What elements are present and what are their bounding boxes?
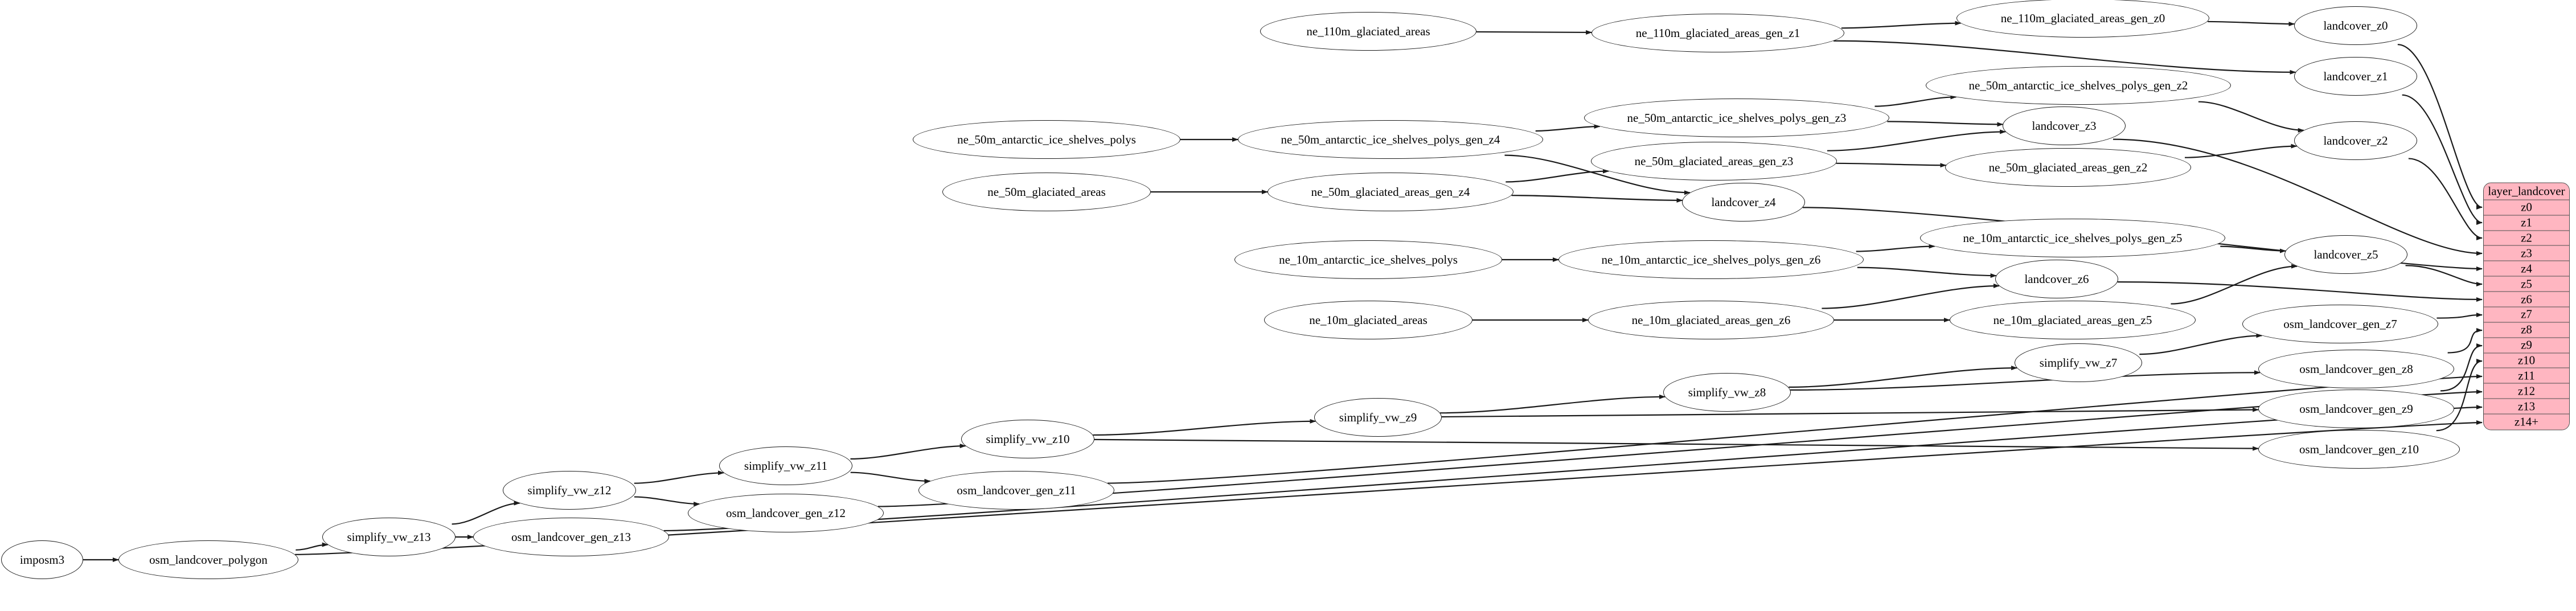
record-row-z0[interactable]: z0 — [2484, 200, 2569, 216]
record-row-z9[interactable]: z9 — [2484, 338, 2569, 354]
graph-node-simplify_vw_z9[interactable]: simplify_vw_z9 — [1314, 398, 1442, 437]
record-row-z5[interactable]: z5 — [2484, 276, 2569, 292]
graph-node-label: osm_landcover_gen_z13 — [511, 530, 631, 544]
graph-node-label: imposm3 — [19, 552, 65, 567]
graph-node-label: ne_10m_antarctic_ice_shelves_polys_gen_z… — [1601, 252, 1821, 266]
graph-node-osm_landcover_gen_z13[interactable]: osm_landcover_gen_z13 — [473, 518, 669, 556]
graph-node-osm_landcover_gen_z11[interactable]: osm_landcover_gen_z11 — [918, 471, 1114, 510]
graph-node-osm_landcover_gen_z12[interactable]: osm_landcover_gen_z12 — [688, 494, 884, 532]
graph-node-imposm3[interactable]: imposm3 — [1, 540, 83, 579]
graph-node-ne_50m_glaciated_areas_gen_z4[interactable]: ne_50m_glaciated_areas_gen_z4 — [1268, 173, 1513, 211]
graph-node-label: ne_50m_glaciated_areas_gen_z2 — [1988, 160, 2148, 174]
graph-node-label: landcover_z2 — [2323, 133, 2388, 147]
record-row-z10[interactable]: z10 — [2484, 353, 2569, 368]
graph-node-ne_50m_antarctic_ice_shelves_polys_gen_z3[interactable]: ne_50m_antarctic_ice_shelves_polys_gen_z… — [1584, 99, 1889, 137]
graph-node-ne_10m_glaciated_areas_gen_z5[interactable]: ne_10m_glaciated_areas_gen_z5 — [1950, 301, 2196, 339]
graph-node-label: ne_50m_glaciated_areas_gen_z3 — [1634, 154, 1794, 168]
graph-node-label: simplify_vw_z11 — [744, 458, 828, 473]
graph-node-landcover_z3[interactable]: landcover_z3 — [2003, 106, 2126, 145]
graph-node-label: osm_landcover_gen_z8 — [2299, 362, 2413, 376]
record-row-z11[interactable]: z11 — [2484, 368, 2569, 384]
graph-node-label: osm_landcover_gen_z10 — [2299, 442, 2419, 456]
record-row-z13[interactable]: z13 — [2484, 399, 2569, 415]
graph-node-landcover_z5[interactable]: landcover_z5 — [2284, 235, 2407, 274]
graph-node-label: landcover_z1 — [2323, 69, 2388, 83]
graph-node-landcover_z6[interactable]: landcover_z6 — [1995, 260, 2118, 298]
graph-node-landcover_z1[interactable]: landcover_z1 — [2294, 57, 2417, 96]
graph-node-label: landcover_z6 — [2024, 272, 2089, 286]
graph-node-simplify_vw_z10[interactable]: simplify_vw_z10 — [961, 420, 1094, 458]
graph-node-label: landcover_z3 — [2032, 118, 2097, 133]
record-header: layer_landcover — [2484, 183, 2569, 200]
graph-node-ne_50m_antarctic_ice_shelves_polys_gen_z2[interactable]: ne_50m_antarctic_ice_shelves_polys_gen_z… — [1926, 66, 2231, 105]
graph-node-ne_10m_glaciated_areas[interactable]: ne_10m_glaciated_areas — [1264, 301, 1472, 339]
graph-node-ne_10m_antarctic_ice_shelves_polys_gen_z6[interactable]: ne_10m_antarctic_ice_shelves_polys_gen_z… — [1558, 240, 1864, 279]
graph-node-label: ne_10m_glaciated_areas_gen_z6 — [1631, 313, 1791, 327]
graph-node-ne_50m_glaciated_areas[interactable]: ne_50m_glaciated_areas — [942, 173, 1151, 211]
graph-node-osm_landcover_gen_z9[interactable]: osm_landcover_gen_z9 — [2258, 389, 2454, 428]
graph-node-landcover_z0[interactable]: landcover_z0 — [2294, 6, 2417, 45]
graph-node-ne_110m_glaciated_areas_gen_z1[interactable]: ne_110m_glaciated_areas_gen_z1 — [1591, 14, 1844, 52]
graph-node-label: ne_50m_antarctic_ice_shelves_polys — [957, 132, 1136, 146]
graph-node-label: osm_landcover_gen_z7 — [2283, 317, 2397, 331]
graph-node-ne_50m_antarctic_ice_shelves_polys[interactable]: ne_50m_antarctic_ice_shelves_polys — [913, 120, 1180, 159]
record-row-z8[interactable]: z8 — [2484, 322, 2569, 338]
record-row-z7[interactable]: z7 — [2484, 307, 2569, 323]
record-row-z2[interactable]: z2 — [2484, 231, 2569, 246]
graph-node-label: landcover_z0 — [2323, 18, 2388, 32]
graph-node-simplify_vw_z8[interactable]: simplify_vw_z8 — [1663, 373, 1791, 412]
graph-node-landcover_z4[interactable]: landcover_z4 — [1682, 183, 1805, 222]
graph-node-ne_50m_antarctic_ice_shelves_polys_gen_z4[interactable]: ne_50m_antarctic_ice_shelves_polys_gen_z… — [1238, 120, 1543, 159]
graph-node-label: simplify_vw_z7 — [2039, 355, 2118, 370]
record-row-z14+[interactable]: z14+ — [2484, 414, 2569, 430]
graph-node-label: ne_10m_glaciated_areas_gen_z5 — [1993, 313, 2152, 327]
graph-node-label: simplify_vw_z12 — [527, 483, 612, 497]
graph-node-simplify_vw_z12[interactable]: simplify_vw_z12 — [503, 471, 636, 510]
graph-node-label: simplify_vw_z13 — [347, 530, 431, 544]
graph-node-label: landcover_z5 — [2314, 247, 2378, 261]
graph-node-simplify_vw_z13[interactable]: simplify_vw_z13 — [322, 518, 456, 556]
graph-node-label: ne_50m_glaciated_areas — [987, 184, 1106, 199]
record-row-z12[interactable]: z12 — [2484, 383, 2569, 399]
graph-node-label: ne_110m_glaciated_areas_gen_z0 — [2000, 11, 2165, 25]
graph-node-label: simplify_vw_z10 — [986, 432, 1070, 446]
graph-node-osm_landcover_gen_z7[interactable]: osm_landcover_gen_z7 — [2242, 305, 2438, 343]
graph-node-label: ne_50m_antarctic_ice_shelves_polys_gen_z… — [1968, 78, 2188, 92]
graph-node-label: osm_landcover_gen_z11 — [957, 483, 1076, 497]
graph-node-label: ne_50m_antarctic_ice_shelves_polys_gen_z… — [1281, 132, 1500, 146]
record-row-z6[interactable]: z6 — [2484, 292, 2569, 307]
graph-node-label: osm_landcover_gen_z9 — [2299, 401, 2413, 416]
graph-node-osm_landcover_polygon[interactable]: osm_landcover_polygon — [118, 540, 298, 579]
graph-node-label: landcover_z4 — [1711, 195, 1776, 209]
graph-node-label: simplify_vw_z8 — [1688, 385, 1766, 399]
graph-node-label: osm_landcover_gen_z12 — [726, 506, 846, 520]
graph-node-ne_110m_glaciated_areas_gen_z0[interactable]: ne_110m_glaciated_areas_gen_z0 — [1956, 0, 2209, 38]
graph-node-label: osm_landcover_polygon — [149, 552, 268, 567]
graph-node-label: ne_10m_antarctic_ice_shelves_polys_gen_z… — [1963, 231, 2183, 245]
graph-node-simplify_vw_z11[interactable]: simplify_vw_z11 — [719, 446, 852, 485]
graph-node-ne_50m_glaciated_areas_gen_z2[interactable]: ne_50m_glaciated_areas_gen_z2 — [1945, 148, 2191, 187]
graph-node-label: ne_10m_glaciated_areas — [1309, 313, 1428, 327]
graph-node-label: ne_110m_glaciated_areas — [1306, 24, 1430, 38]
record-row-z4[interactable]: z4 — [2484, 261, 2569, 277]
graph-node-label: simplify_vw_z9 — [1339, 410, 1417, 424]
record-row-z1[interactable]: z1 — [2484, 215, 2569, 231]
graph-node-label: ne_50m_antarctic_ice_shelves_polys_gen_z… — [1627, 110, 1847, 125]
graph-node-label: ne_110m_glaciated_areas_gen_z1 — [1635, 26, 1800, 40]
graph-node-ne_110m_glaciated_areas[interactable]: ne_110m_glaciated_areas — [1260, 12, 1476, 51]
record-row-z3[interactable]: z3 — [2484, 245, 2569, 261]
graph-node-simplify_vw_z7[interactable]: simplify_vw_z7 — [2015, 343, 2142, 382]
graph-node-osm_landcover_gen_z8[interactable]: osm_landcover_gen_z8 — [2258, 350, 2454, 388]
graph-node-ne_10m_antarctic_ice_shelves_polys_gen_z5[interactable]: ne_10m_antarctic_ice_shelves_polys_gen_z… — [1920, 219, 2225, 257]
graph-node-ne_50m_glaciated_areas_gen_z3[interactable]: ne_50m_glaciated_areas_gen_z3 — [1591, 142, 1837, 181]
graph-node-label: ne_10m_antarctic_ice_shelves_polys — [1279, 252, 1458, 266]
graph-node-ne_10m_antarctic_ice_shelves_polys[interactable]: ne_10m_antarctic_ice_shelves_polys — [1234, 240, 1502, 279]
graph-node-osm_landcover_gen_z10[interactable]: osm_landcover_gen_z10 — [2258, 430, 2460, 469]
graph-node-landcover_z2[interactable]: landcover_z2 — [2294, 121, 2417, 160]
graph-node-ne_10m_glaciated_areas_gen_z6[interactable]: ne_10m_glaciated_areas_gen_z6 — [1588, 301, 1834, 339]
graph-node-label: ne_50m_glaciated_areas_gen_z4 — [1311, 184, 1470, 199]
